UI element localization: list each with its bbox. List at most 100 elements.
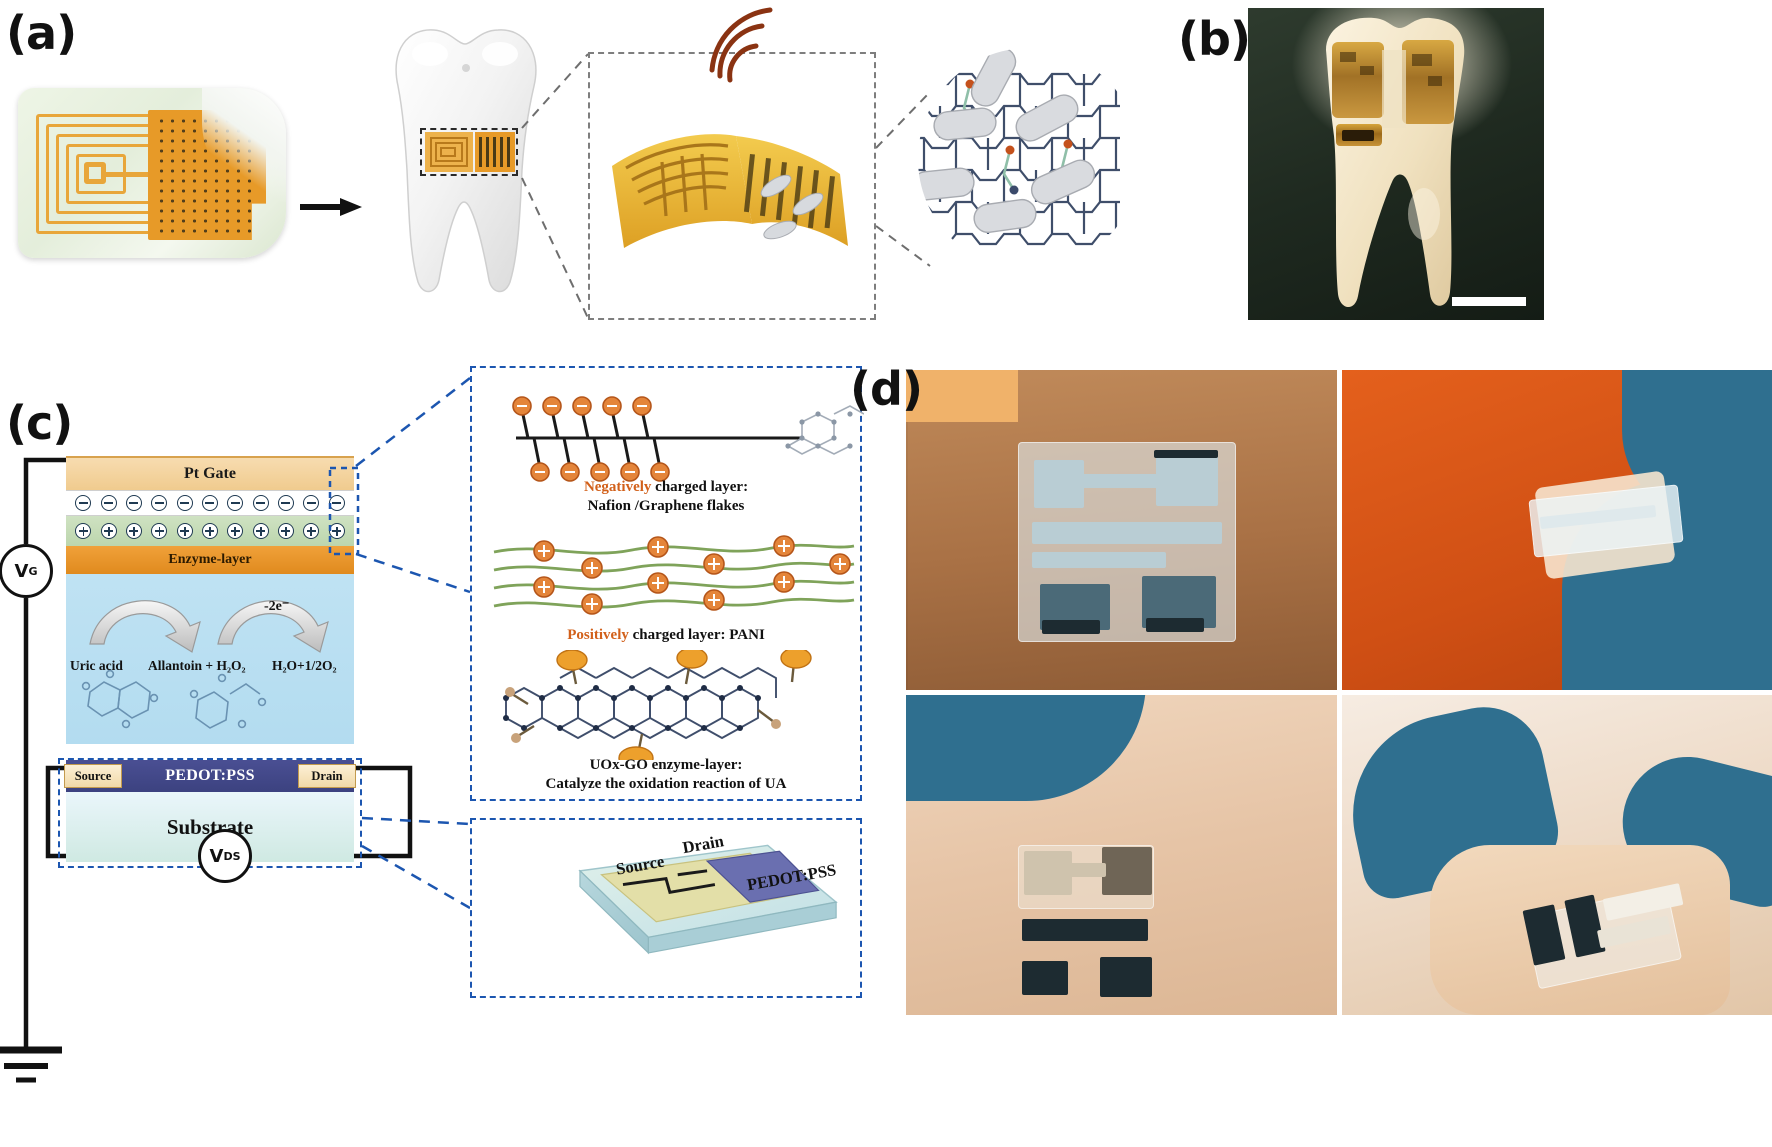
device-contact <box>1022 961 1068 995</box>
transfer-arrow-icon <box>300 198 362 216</box>
3d-transistor-schematic: Source Drain PEDOT:PSS <box>578 831 838 955</box>
electrolyte-reaction-zone: Uric acid Allantoin + H₂O₂ H₂O+1/2O₂ -2e… <box>66 574 354 744</box>
enzyme-layer-label: Enzyme-layer <box>168 552 252 567</box>
photo-corner-tab <box>906 370 1018 422</box>
device-contact <box>1022 919 1148 941</box>
layer-composition-inset: Negatively charged layer: Nafion /Graphe… <box>470 366 864 801</box>
mini-sensor-on-tooth <box>425 132 515 172</box>
negative-layer-rest: charged layer: <box>651 479 749 495</box>
panel-a-zoom-box <box>588 52 876 320</box>
pani-schematic <box>493 535 855 615</box>
coil-center <box>84 162 106 184</box>
electron-transfer-label: -2e⁻ <box>264 599 290 614</box>
panel-c-inset-leads <box>328 377 471 910</box>
reaction-arrows <box>81 600 329 729</box>
photo-device-in-gloved-fingers <box>1341 370 1772 690</box>
positive-charge-icon <box>100 523 117 539</box>
photo-device-on-hand <box>1341 695 1772 1015</box>
uox-go-schematic <box>503 650 812 760</box>
tooth-sensor-photograph <box>1248 8 1544 320</box>
real-tooth <box>1326 17 1465 308</box>
panel-a: (a) <box>0 0 1160 340</box>
source-electrode: Source <box>64 764 122 788</box>
panel-a-lead-lines <box>521 53 931 319</box>
product-water-oxygen-label: H₂O+1/2O₂ <box>272 658 337 673</box>
positive-charge-icon <box>176 523 193 539</box>
device-trace <box>1032 552 1166 568</box>
negative-charge-icon <box>201 495 218 511</box>
panel-d-label: (d) <box>850 362 923 416</box>
3d-device-inset: Source Drain PEDOT:PSS <box>470 818 862 998</box>
positive-layer-caption: Positively charged layer: PANI <box>472 626 860 645</box>
device-trace <box>1082 474 1160 488</box>
device-trace <box>1070 863 1106 877</box>
device-contact <box>1146 618 1204 632</box>
vg-label: V <box>14 560 29 582</box>
vg-sub: G <box>28 564 38 578</box>
negative-charge-icon <box>303 495 320 511</box>
positive-charge-icon <box>252 523 269 539</box>
device-contact <box>1154 450 1218 458</box>
photo-device-on-forearm <box>906 695 1337 1015</box>
device-channel-strip <box>1032 522 1222 544</box>
negative-charge-icon <box>227 495 244 511</box>
tooth-sensor-highlight-box <box>420 128 518 176</box>
negative-charge-icon <box>75 495 92 511</box>
negative-charge-row <box>66 490 354 516</box>
uox-go-sub: Catalyze the oxidation reaction of UA <box>545 775 787 792</box>
negatively-highlight: Negatively <box>583 479 652 495</box>
pedot-pss-label: PEDOT:PSS <box>165 767 255 784</box>
enzyme-layer-caption: UOx-GO enzyme-layer: Catalyze the oxidat… <box>472 756 860 794</box>
pt-gate-layer: Pt Gate <box>66 456 354 490</box>
nafion-graphene-schematic <box>512 396 864 482</box>
product-allantoin-label: Allantoin + H₂O₂ <box>148 658 246 673</box>
uox-go-title: UOx-GO enzyme-layer: <box>589 757 743 773</box>
positive-charge-row <box>66 516 354 546</box>
graphene-mesh <box>918 48 1120 246</box>
glove-sleeve <box>906 695 1146 801</box>
device-pad <box>1024 851 1072 895</box>
negative-charge-icon <box>252 495 269 511</box>
device-contact <box>1042 620 1100 634</box>
panel-a-label: (a) <box>6 6 77 60</box>
positive-charge-icon <box>151 523 168 539</box>
pt-gate-label: Pt Gate <box>184 465 236 482</box>
device-contact <box>1100 957 1152 997</box>
wireless-signal-icon <box>709 7 773 83</box>
negative-charge-icon <box>100 495 117 511</box>
panel-c-label: (c) <box>6 396 73 450</box>
oect-device-stack: Pt Gate <box>64 456 356 862</box>
photo-device-on-wood <box>906 370 1337 690</box>
negative-charge-icon <box>125 495 142 511</box>
panel-b-label: (b) <box>1178 12 1251 66</box>
positive-charge-icon <box>201 523 218 539</box>
negative-charge-icon <box>176 495 193 511</box>
vds-label: V <box>209 845 224 867</box>
panel-d-photo-grid <box>906 370 1772 1015</box>
scale-bar <box>1452 297 1526 306</box>
device-pad <box>1156 456 1218 506</box>
drain-electrode: Drain <box>298 764 356 788</box>
negative-layer-caption: Negatively charged layer: Nafion /Graphe… <box>472 478 860 516</box>
positive-layer-rest: charged layer: PANI <box>628 627 765 643</box>
device-pad <box>1034 460 1084 508</box>
positive-charge-icon <box>125 523 142 539</box>
positive-charge-icon <box>227 523 244 539</box>
panel-d: (d) <box>850 360 1772 1015</box>
enzyme-layer: Enzyme-layer <box>66 546 354 574</box>
bendable-rfid-tag <box>612 134 848 248</box>
positive-charge-icon <box>277 523 294 539</box>
graphene-bacteria-detection-circle <box>918 48 1140 270</box>
device-pad <box>1102 847 1152 895</box>
coil-lead <box>106 172 158 177</box>
positively-highlight: Positively <box>567 627 629 643</box>
reactant-uric-acid-label: Uric acid <box>70 658 123 673</box>
panel-b: (b) <box>1178 8 1544 320</box>
vds-sub: DS <box>223 849 241 863</box>
negative-layer-sub: Nafion /Graphene flakes <box>587 497 745 514</box>
negative-charge-icon <box>277 495 294 511</box>
